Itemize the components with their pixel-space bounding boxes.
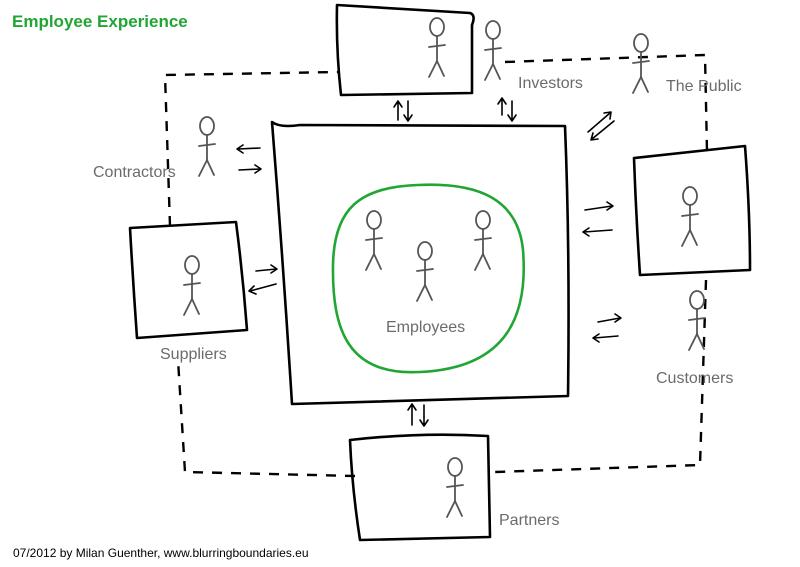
- customer-figure-in-box: [681, 186, 699, 247]
- label-employees: Employees: [386, 319, 465, 336]
- customer-upper-arrows: [582, 201, 614, 237]
- label-customers: Customers: [656, 370, 733, 387]
- label-investors: Investors: [518, 75, 583, 92]
- contractor-arrows: [236, 144, 262, 174]
- contractor-figure: [198, 116, 216, 177]
- employee-figure-3: [474, 210, 492, 271]
- organization-box: [270, 120, 570, 406]
- supplier-figure: [183, 255, 201, 316]
- public-arrows: [587, 111, 615, 141]
- suppliers-box: [128, 220, 249, 340]
- employee-figure-2: [416, 241, 434, 302]
- investor-figure: [484, 20, 502, 81]
- public-figure: [632, 33, 650, 94]
- employee-circle: [331, 183, 525, 374]
- customer-box: [632, 144, 752, 277]
- partners-box: [348, 433, 492, 542]
- partners-arrows: [407, 403, 429, 427]
- diagram-title: Employee Experience: [12, 12, 188, 31]
- ecosystem-boundary: [163, 53, 709, 478]
- label-contractors: Contractors: [93, 164, 176, 181]
- supplier-arrows: [248, 264, 278, 295]
- partner-figure: [446, 457, 464, 518]
- label-partners: Partners: [499, 512, 559, 529]
- customer-figure: [688, 290, 706, 351]
- label-the-public: The Public: [666, 78, 742, 95]
- customer-lower-arrows: [592, 313, 622, 343]
- investors-arrows: [393, 97, 517, 122]
- investors-box: [335, 3, 475, 97]
- employee-figure-1: [365, 210, 383, 271]
- label-suppliers: Suppliers: [160, 346, 227, 363]
- investor-figure-in-box: [428, 17, 446, 78]
- credit-line: 07/2012 by Milan Guenther, www.blurringb…: [13, 546, 309, 560]
